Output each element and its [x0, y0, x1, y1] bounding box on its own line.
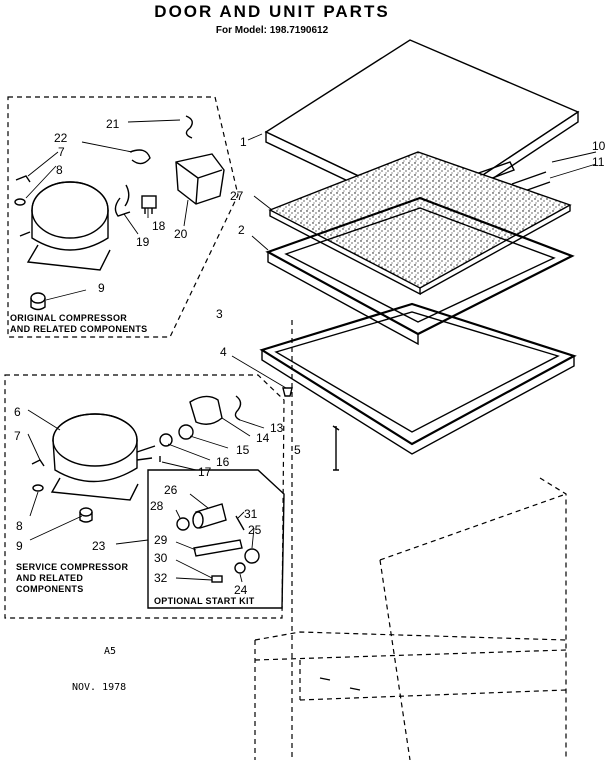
- original-caption-line1: ORIGINAL COMPRESSOR: [10, 313, 127, 323]
- original-compressor-group: [7, 96, 239, 338]
- part-label-4: 4: [220, 345, 227, 359]
- part-label-15: 15: [236, 443, 250, 457]
- leader-lines: [25, 119, 597, 583]
- part-label-7: 7: [14, 429, 21, 443]
- part-label-29: 29: [154, 533, 168, 547]
- part-label-1: 1: [240, 135, 247, 149]
- part-label-28: 28: [150, 499, 164, 513]
- original-caption-line2: AND RELATED COMPONENTS: [10, 324, 147, 334]
- part-label-13: 13: [270, 421, 284, 435]
- page-title: DOOR AND UNIT PARTS: [154, 2, 389, 21]
- part-label-2: 2: [238, 223, 245, 237]
- model-number: For Model: 198.7190612: [216, 25, 329, 36]
- service-caption-line1: SERVICE COMPRESSOR: [16, 562, 128, 572]
- part-label-9-original: 9: [98, 281, 105, 295]
- part-label-8: 8: [16, 519, 23, 533]
- part-label-24: 24: [234, 583, 248, 597]
- part-label-8-original: 8: [56, 163, 63, 177]
- part-label-5: 5: [294, 443, 301, 457]
- part-label-25: 25: [248, 523, 262, 537]
- part-label-3: 3: [216, 307, 223, 321]
- start-kit-caption: OPTIONAL START KIT: [154, 596, 255, 606]
- part-label-6: 6: [14, 405, 21, 419]
- part-label-16: 16: [216, 455, 230, 469]
- service-caption-line3: COMPONENTS: [16, 584, 84, 594]
- part-label-19: 19: [136, 235, 150, 249]
- part-label-26: 26: [164, 483, 178, 497]
- part-label-17: 17: [198, 465, 212, 479]
- part-label-30: 30: [154, 551, 168, 565]
- part-label-32: 32: [154, 571, 168, 585]
- part-label-9: 9: [16, 539, 23, 553]
- cabinet-outline: [254, 320, 567, 760]
- part-label-22: 22: [54, 131, 68, 145]
- service-caption-line2: AND RELATED: [16, 573, 83, 583]
- part-label-18: 18: [152, 219, 166, 233]
- part-label-11: 11: [592, 155, 605, 169]
- part-label-23: 23: [92, 539, 106, 553]
- part-label-27: 27: [230, 189, 244, 203]
- part-label-7-original: 7: [58, 145, 65, 159]
- part-label-10: 10: [592, 139, 606, 153]
- figure-code: A5: [104, 646, 116, 657]
- part-label-20: 20: [174, 227, 188, 241]
- part-label-21: 21: [106, 117, 120, 131]
- optional-start-kit-group: [147, 469, 285, 609]
- door-assembly: [259, 39, 580, 471]
- part-labels: 1 2 3 4 5 6 7 7 8 8 9 9 10 11 13 14 15 1…: [14, 117, 606, 597]
- part-label-31: 31: [244, 507, 258, 521]
- service-compressor-group: [4, 374, 285, 619]
- part-label-14: 14: [256, 431, 270, 445]
- figure-date: NOV. 1978: [72, 682, 126, 693]
